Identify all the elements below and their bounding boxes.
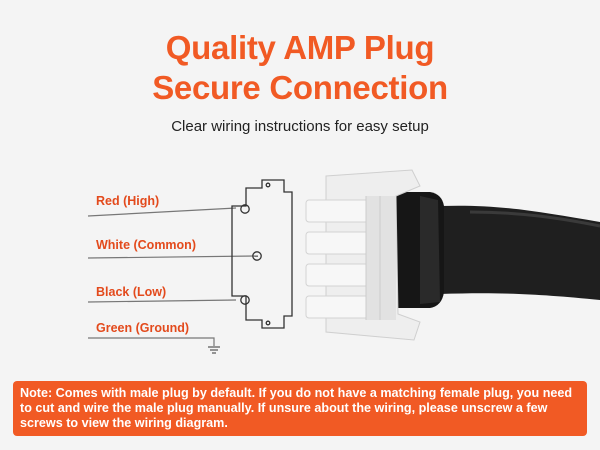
headline-line-2: Secure Connection (152, 69, 448, 106)
wire-label-red: Red (High) (96, 194, 160, 208)
note-banner: Note: Comes with male plug by default. I… (13, 381, 587, 436)
connector-pinout-icon (231, 179, 293, 329)
headline-line-1: Quality AMP Plug (165, 29, 435, 66)
wire-label-white: White (Common) (96, 238, 196, 252)
wire-line-red (87, 207, 237, 217)
wire-label-black: Black (Low) (96, 285, 167, 299)
amp-plug-image (305, 169, 600, 341)
wire-line-green (88, 337, 215, 346)
wire-line-white (87, 255, 259, 259)
ground-symbol-icon (208, 346, 220, 354)
wire-line-black (87, 299, 237, 303)
subtitle: Clear wiring instructions for easy setup (171, 118, 429, 135)
wire-label-green: Green (Ground) (96, 321, 190, 335)
